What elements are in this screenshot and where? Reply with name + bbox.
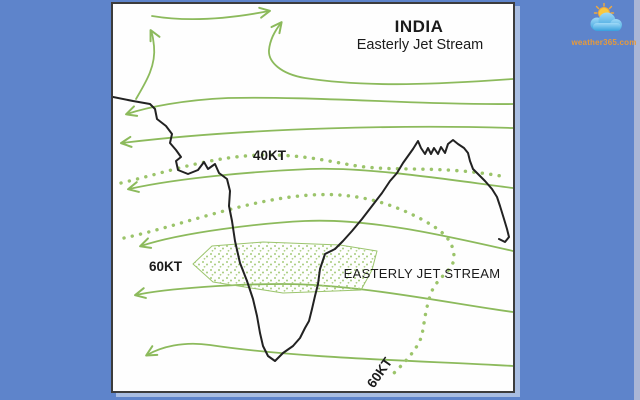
- jet-axis-60kt: [122, 192, 456, 376]
- map-title: INDIA: [395, 17, 444, 36]
- label-40kt: 40KT: [253, 148, 287, 163]
- label-60kt: 60KT: [149, 259, 183, 274]
- flow-line-3: [127, 167, 513, 193]
- flow-line-1: [125, 96, 513, 117]
- flow-line-recurve-left: [135, 29, 161, 100]
- flow-line-recurve-right: [268, 21, 513, 86]
- sun-cloud-icon: [590, 2, 622, 31]
- label-easterly-jet-stream: EASTERLY JET STREAM: [344, 266, 501, 281]
- diagram-panel: INDIA Easterly Jet Stream 40KT 60KT EAST…: [111, 2, 515, 393]
- jet-axes: [119, 153, 503, 376]
- brand-text: weather365.com: [571, 38, 637, 47]
- flow-line-6: [145, 342, 513, 367]
- jet-stream-map: INDIA Easterly Jet Stream 40KT 60KT EAST…: [113, 6, 513, 390]
- right-edge-strip: [634, 0, 640, 400]
- flow-line-top-east-arrow: [151, 6, 271, 21]
- flow-streamlines: [120, 6, 513, 367]
- map-subtitle: Easterly Jet Stream: [357, 37, 484, 53]
- flow-line-2: [120, 125, 513, 148]
- flow-line-4: [139, 219, 513, 252]
- india-coastline: [113, 96, 510, 362]
- weather365-logo: weather365.com: [570, 2, 638, 47]
